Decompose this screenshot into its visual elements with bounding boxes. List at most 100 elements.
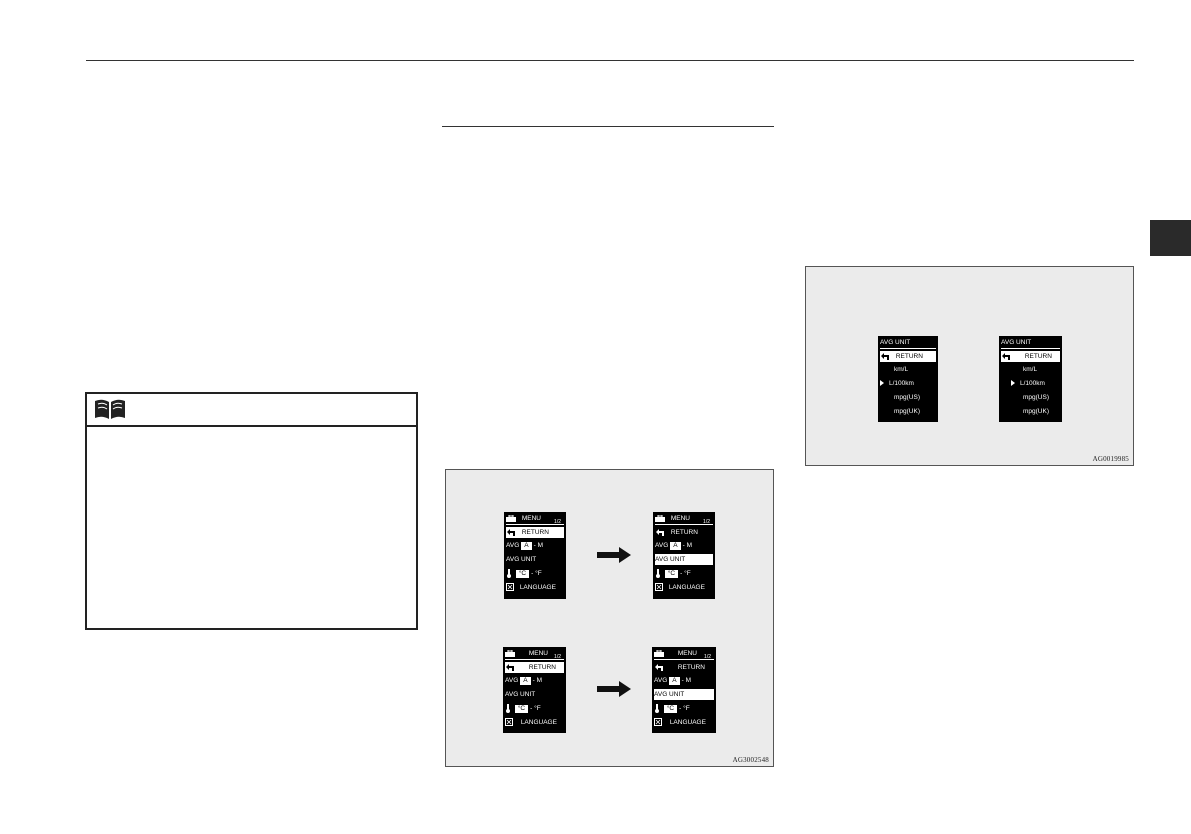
section-rule [442, 126, 774, 127]
menu-avg-unit-row: AVG UNIT [654, 689, 714, 700]
temp-f: °F [535, 570, 542, 577]
avg-unit-return-row: RETURN [1001, 351, 1060, 362]
temp-c-box: °C [515, 570, 530, 578]
figure-id: AG0019985 [1092, 455, 1129, 463]
note-header [87, 394, 416, 427]
note-box [85, 392, 418, 630]
avg-dash: - [532, 677, 535, 684]
avg-a-box: A [520, 677, 531, 685]
menu-avg-unit-row: AVG UNIT [506, 554, 564, 565]
menu-temp-row: °C- °F [506, 568, 564, 579]
unit-option: km/L [1023, 366, 1038, 373]
return-arrow-icon [1002, 352, 1010, 360]
avg-a-box: A [521, 542, 532, 550]
menu-title-row: MENU 1/2 [654, 648, 714, 660]
avg-dash: - [533, 542, 536, 549]
return-arrow-icon [507, 528, 515, 536]
menu-page-indicator: 1/2 [704, 654, 711, 660]
figure-id: AG3002548 [732, 756, 769, 764]
avg-dash: - [681, 677, 684, 684]
open-book-icon [95, 399, 125, 419]
language-label: LANGUAGE [669, 719, 706, 726]
language-label: LANGUAGE [520, 719, 557, 726]
avg-unit-title-row: AVG UNIT [880, 337, 936, 349]
avg-a-box: A [670, 542, 681, 550]
temp-f: °F [684, 570, 691, 577]
menu-language-row: LANGUAGE [506, 582, 564, 593]
temp-c-box: °C [663, 705, 678, 713]
unit-option: mpg(US) [1023, 394, 1050, 401]
menu-page-indicator: 1/2 [554, 654, 561, 660]
menu-title: MENU [677, 650, 697, 657]
menu-language-row: LANGUAGE [655, 582, 713, 593]
header-rule [86, 60, 1134, 61]
temp-dash: - [531, 570, 534, 577]
temp-f: °F [534, 705, 541, 712]
avg-a-box: A [669, 677, 680, 685]
language-label: LANGUAGE [519, 584, 556, 591]
selection-pointer-icon [1011, 380, 1015, 387]
avg-unit-title: AVG UNIT [1001, 339, 1032, 346]
thermometer-icon [507, 568, 511, 578]
unit-option: km/L [894, 366, 909, 373]
menu-title: MENU [670, 515, 690, 522]
chapter-tab [1150, 220, 1191, 256]
avg-unit-label: AVG UNIT [655, 556, 686, 563]
return-arrow-icon [656, 528, 664, 536]
menu-avg-unit-row: AVG UNIT [655, 554, 713, 565]
menu-temp-row: °C- °F [654, 703, 714, 714]
avg-m: M [686, 542, 692, 549]
menu-language-row: LANGUAGE [654, 717, 714, 728]
temp-dash: - [530, 705, 533, 712]
menu-temp-row: °C- °F [655, 568, 713, 579]
menu-temp-row: °C- °F [505, 703, 564, 714]
avg-label: AVG [655, 542, 669, 549]
menu-return-label: RETURN [677, 664, 705, 671]
avg-unit-title-row: AVG UNIT [1001, 337, 1060, 349]
menu-return-row: RETURN [506, 527, 564, 538]
toolbox-icon [506, 514, 516, 522]
temp-c-box: °C [514, 705, 529, 713]
avg-label: AVG [654, 677, 668, 684]
avg-unit-label: AVG UNIT [506, 556, 537, 563]
avg-m: M [685, 677, 691, 684]
language-icon [654, 718, 662, 727]
avg-unit-screen: AVG UNIT RETURN km/L L/100km mpg(US) mpg… [999, 336, 1062, 422]
temp-f: °F [683, 705, 690, 712]
toolbox-icon [654, 649, 664, 657]
avg-unit-return-row: RETURN [880, 351, 936, 362]
language-icon [506, 583, 514, 592]
menu-title-row: MENU 1/2 [505, 648, 564, 660]
thermometer-icon [656, 568, 660, 578]
toolbox-icon [505, 649, 515, 657]
menu-title-row: MENU 1/2 [506, 513, 564, 525]
menu-title: MENU [521, 515, 541, 522]
avg-unit-screen: AVG UNIT RETURN km/L L/100km mpg(US) mpg… [878, 336, 938, 422]
right-arrow-icon [597, 681, 631, 697]
menu-language-row: LANGUAGE [505, 717, 564, 728]
avg-dash: - [682, 542, 685, 549]
unit-option-label: L/100km [1020, 380, 1045, 387]
avg-m: M [537, 542, 543, 549]
temp-dash: - [680, 570, 683, 577]
menu-title-row: MENU 1/2 [655, 513, 713, 525]
menu-return-label: RETURN [521, 529, 549, 536]
avg-label: AVG [505, 677, 519, 684]
menu-title: MENU [528, 650, 548, 657]
return-arrow-icon [506, 663, 514, 671]
return-arrow-icon [655, 663, 663, 671]
avg-unit-title: AVG UNIT [880, 339, 911, 346]
menu-page-indicator: 1/2 [703, 519, 710, 525]
unit-option: mpg(UK) [1023, 408, 1050, 415]
toolbox-icon [655, 514, 665, 522]
menu-avg-unit-row: AVG UNIT [505, 689, 564, 700]
avg-unit-label: AVG UNIT [505, 691, 536, 698]
unit-option: mpg(US) [894, 394, 921, 401]
